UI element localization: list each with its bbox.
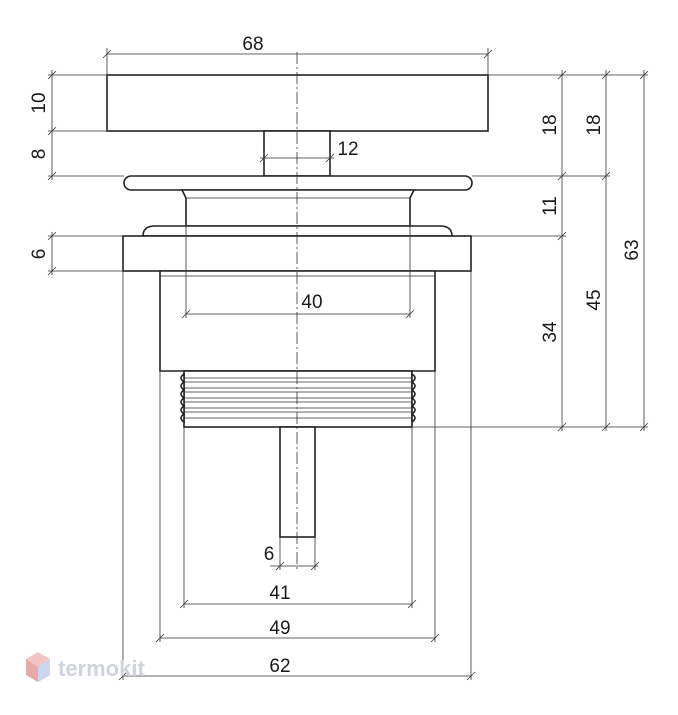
pin: [279, 426, 316, 538]
thread: [180, 370, 416, 428]
flange-chamfer: [142, 225, 453, 237]
part-outline: [106, 74, 489, 538]
dim-thread-diameter: 41: [269, 583, 290, 604]
dim-stem-height: 8: [29, 149, 50, 160]
top-cap: [106, 74, 489, 132]
termokit-logo: termokit: [26, 652, 145, 682]
dim-right-upper: 18: [540, 114, 561, 135]
dim-inner-diameter: 40: [301, 292, 322, 313]
dim-right-mid-total: 45: [584, 289, 605, 310]
dim-right-body: 34: [540, 321, 561, 343]
dim-flange-diameter: 62: [269, 656, 290, 677]
dim-cap-height: 10: [29, 92, 50, 113]
dim-stem-width: 12: [337, 139, 358, 160]
upper-lip: [123, 175, 473, 191]
extension-lines: [48, 48, 648, 680]
dim-body-diameter: 49: [269, 618, 290, 639]
body: [159, 270, 436, 372]
dim-right-total: 63: [622, 239, 643, 260]
neck: [180, 189, 416, 227]
dim-top-width: 68: [242, 34, 263, 55]
dim-right-gap: 11: [540, 196, 561, 216]
logo-text: termokit: [58, 656, 145, 681]
dim-flange-height: 6: [29, 249, 50, 260]
dim-pin-width: 6: [264, 544, 275, 565]
dimension-lines: [47, 49, 649, 681]
dim-right-upper-outer: 18: [584, 114, 605, 135]
